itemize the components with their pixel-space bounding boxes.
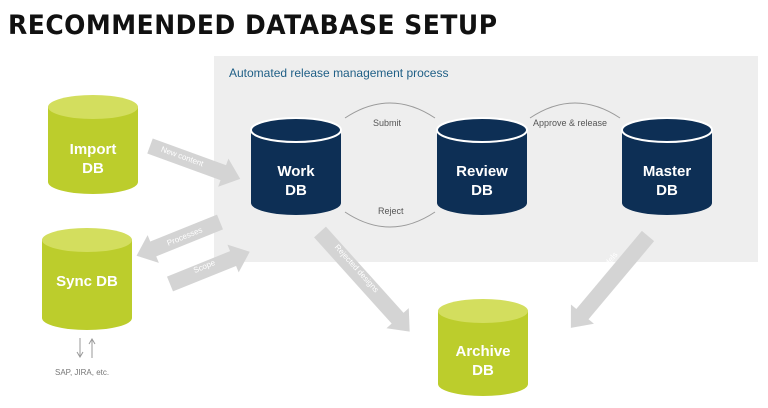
archive-db-label: Archive DB <box>455 343 511 379</box>
work-db-label: Work DB <box>277 163 315 199</box>
reject-arc <box>344 211 436 228</box>
sync-db-label: Sync DB <box>56 273 118 290</box>
new-content-arrow <box>147 138 241 187</box>
review-db-cylinder <box>436 117 528 215</box>
archive-db-cylinder <box>438 299 528 396</box>
sync-in-out-arrows <box>76 338 96 358</box>
page-title: RECOMMENDED DATABASE SETUP <box>8 9 498 41</box>
reject-label: Reject <box>378 206 404 216</box>
import-db-cylinder <box>48 95 138 194</box>
outdated-models-arrow <box>570 230 655 328</box>
submit-label: Submit <box>373 118 402 128</box>
master-db-cylinder <box>621 117 713 215</box>
submit-arc <box>344 102 436 119</box>
processes-arrow <box>136 214 223 263</box>
approve-arc <box>529 102 621 119</box>
approve-release-label: Approve & release <box>533 118 608 128</box>
review-db-label: Review DB <box>456 163 508 199</box>
rejected-designs-arrow <box>314 226 410 332</box>
panel-title: Automated release management process <box>229 66 449 80</box>
external-systems-note: SAP, JIRA, etc. <box>55 368 110 377</box>
work-db-cylinder <box>250 117 342 215</box>
import-db-label: Import DB <box>69 141 117 177</box>
master-db-label: Master DB <box>642 163 692 199</box>
scope-arrow <box>167 244 250 292</box>
sync-db-cylinder <box>42 228 132 330</box>
